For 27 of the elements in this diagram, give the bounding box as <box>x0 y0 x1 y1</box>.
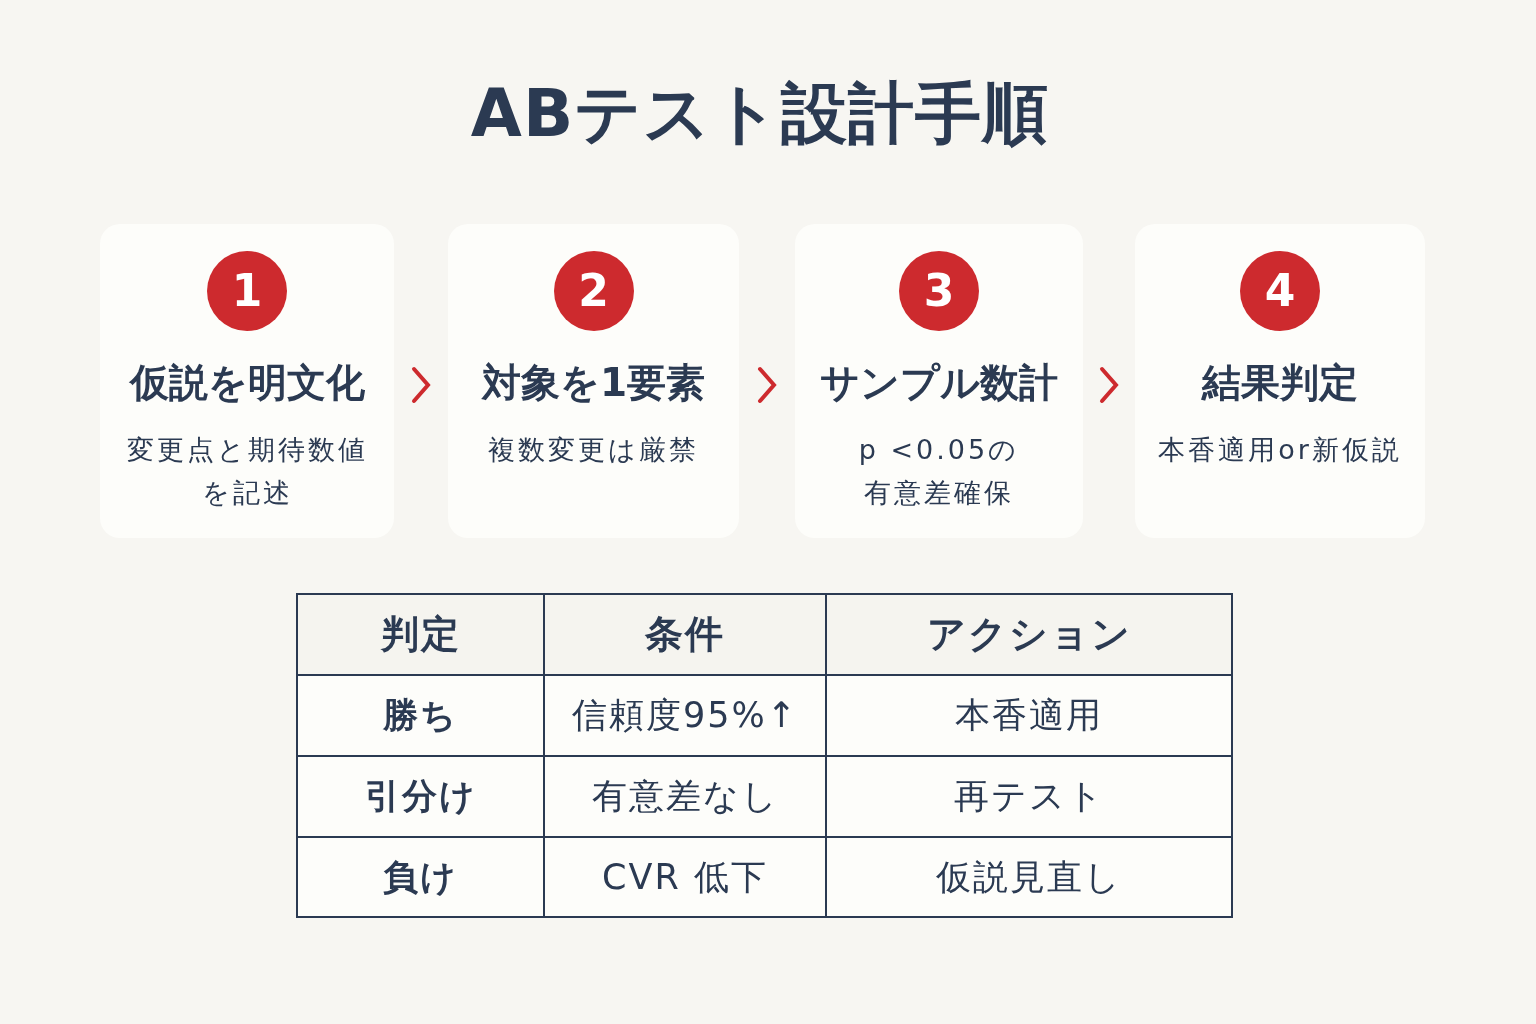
step-description: 変更点と期待数値を記述 <box>125 433 369 510</box>
step-number: 2 <box>553 251 634 331</box>
row-header: 引分け <box>298 757 545 838</box>
column-header: アクション <box>827 595 1231 676</box>
step-description: 複数変更は厳禁 <box>488 433 699 467</box>
step-card <box>100 224 394 538</box>
step-number: 1 <box>207 251 287 331</box>
column-header: 条件 <box>545 595 827 676</box>
step-description: p <0.05の有意差確保 <box>857 433 1021 510</box>
step-description: 本香適用or新仮説 <box>1158 433 1402 467</box>
table-cell: 信頼度95%↑ <box>545 676 827 757</box>
step-card <box>795 224 1083 538</box>
step-number: 4 <box>1240 251 1320 331</box>
chevron-arrow <box>412 367 431 403</box>
step-card <box>1135 224 1425 538</box>
diagram-title: ABテスト設計手順 <box>469 74 1051 154</box>
table-cell: 有意差なし <box>545 757 827 838</box>
step-title: 対象を1要素 <box>481 359 706 407</box>
chevron-arrow <box>758 367 777 403</box>
step-card <box>448 224 739 538</box>
step-title: 仮説を明文化 <box>129 359 365 407</box>
chevron-arrow <box>1100 367 1119 403</box>
row-header: 勝ち <box>298 676 545 757</box>
step-number: 3 <box>899 251 979 331</box>
column-header: 判定 <box>298 595 545 676</box>
step-title: サンプル数計 <box>820 359 1058 407</box>
step-title: 結果判定 <box>1202 359 1358 407</box>
